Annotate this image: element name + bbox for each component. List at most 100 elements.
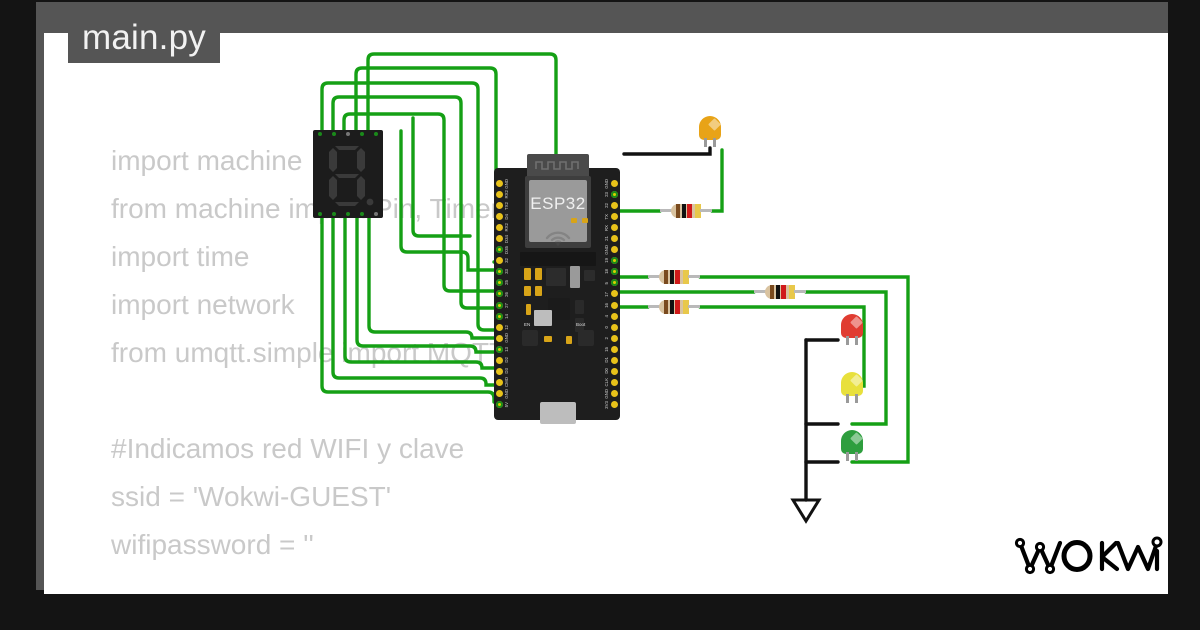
board-pin[interactable]: 5V bbox=[494, 400, 514, 409]
board-pin[interactable]: D2 bbox=[494, 356, 514, 365]
board-pin[interactable]: 17 bbox=[600, 289, 620, 298]
pin-hole[interactable] bbox=[611, 235, 618, 243]
pin-hole[interactable] bbox=[496, 345, 503, 353]
board-pin[interactable]: D35 bbox=[494, 245, 514, 254]
board-pin[interactable]: GND bbox=[494, 333, 514, 343]
board-pin[interactable]: RX2 bbox=[494, 223, 514, 232]
pin-hole[interactable] bbox=[611, 312, 618, 320]
board-pin[interactable]: 23 bbox=[600, 190, 620, 199]
board-pin[interactable]: D3 bbox=[494, 367, 514, 376]
pin-hole[interactable] bbox=[611, 367, 618, 375]
pin-hole[interactable] bbox=[611, 378, 618, 386]
board-pin[interactable]: D0 bbox=[600, 367, 620, 376]
pin-hole[interactable] bbox=[611, 389, 618, 397]
pin-hole[interactable] bbox=[496, 235, 503, 243]
board-pin[interactable]: 0 bbox=[600, 323, 620, 332]
resistor-body bbox=[659, 270, 689, 284]
pin-hole[interactable] bbox=[496, 389, 503, 397]
pin-hole[interactable] bbox=[496, 246, 503, 254]
pin-hole[interactable] bbox=[611, 323, 618, 331]
board-pin[interactable]: 27 bbox=[494, 301, 514, 310]
board-pin[interactable]: GND bbox=[494, 179, 514, 188]
pin-hole[interactable] bbox=[611, 246, 618, 254]
board-pin[interactable]: 32 bbox=[494, 256, 514, 265]
red-led[interactable] bbox=[841, 314, 863, 345]
board-pin[interactable]: 19 bbox=[600, 256, 620, 265]
board-pin[interactable]: D1 bbox=[600, 356, 620, 365]
resistor-3[interactable] bbox=[754, 284, 806, 300]
pin-hole[interactable] bbox=[496, 378, 503, 386]
pin-hole[interactable] bbox=[611, 180, 618, 187]
pin-hole[interactable] bbox=[611, 268, 618, 276]
board-pin[interactable]: 26 bbox=[494, 289, 514, 298]
pin-hole[interactable] bbox=[496, 191, 503, 199]
board-pin[interactable]: 33 bbox=[494, 267, 514, 276]
board-pin[interactable]: GND bbox=[600, 245, 620, 255]
yellow-led[interactable] bbox=[841, 372, 863, 403]
pin-hole[interactable] bbox=[496, 224, 503, 232]
pin-hole[interactable] bbox=[496, 312, 503, 320]
board-pin[interactable]: 18 bbox=[600, 267, 620, 276]
board-pin[interactable]: D4 bbox=[494, 212, 514, 221]
board-pin[interactable]: 16 bbox=[600, 301, 620, 310]
pin-hole[interactable] bbox=[611, 334, 618, 342]
seven-segment-display[interactable] bbox=[313, 130, 383, 218]
board-pin[interactable]: 14 bbox=[494, 312, 514, 321]
board-pin[interactable]: RX2 bbox=[494, 190, 514, 199]
pin-hole[interactable] bbox=[611, 257, 618, 265]
pin-hole[interactable] bbox=[611, 301, 618, 309]
board-pin[interactable]: TX2 bbox=[494, 201, 514, 210]
pin-hole[interactable] bbox=[496, 279, 503, 287]
board-pin[interactable]: 12 bbox=[494, 323, 514, 332]
board-pin[interactable]: GND bbox=[600, 389, 620, 398]
pin-hole[interactable] bbox=[611, 191, 618, 199]
board-pin[interactable]: GND bbox=[600, 179, 620, 188]
pin-hole[interactable] bbox=[496, 257, 503, 265]
pin-hole[interactable] bbox=[496, 213, 503, 221]
board-pin[interactable]: 13 bbox=[494, 345, 514, 354]
pin-hole[interactable] bbox=[611, 202, 618, 210]
board-pin[interactable]: RX bbox=[600, 223, 620, 232]
orange-led[interactable] bbox=[699, 116, 721, 147]
pin-hole[interactable] bbox=[496, 290, 503, 298]
board-pin[interactable]: 22 bbox=[600, 201, 620, 210]
pin-hole[interactable] bbox=[611, 400, 618, 408]
pin-hole[interactable] bbox=[611, 290, 618, 298]
pin-hole[interactable] bbox=[611, 356, 618, 364]
resistor-4[interactable] bbox=[648, 299, 700, 315]
pin-hole[interactable] bbox=[611, 279, 618, 287]
pin-hole[interactable] bbox=[496, 268, 503, 276]
pin-hole[interactable] bbox=[496, 400, 503, 408]
pin-hole[interactable] bbox=[611, 213, 618, 221]
board-pin[interactable]: 4 bbox=[600, 312, 620, 321]
board-pin[interactable]: TX bbox=[600, 212, 620, 221]
tab-main-py[interactable]: main.py bbox=[68, 13, 220, 63]
resistor-1[interactable] bbox=[660, 203, 712, 219]
pin-hole[interactable] bbox=[611, 345, 618, 353]
board-pin[interactable]: D34 bbox=[494, 234, 514, 243]
board-pin[interactable]: 21 bbox=[600, 234, 620, 243]
resistor-2[interactable] bbox=[648, 269, 700, 285]
pin-hole[interactable] bbox=[496, 301, 503, 309]
board-pin[interactable]: 25 bbox=[494, 278, 514, 287]
pin-hole[interactable] bbox=[496, 202, 503, 210]
pin-hole[interactable] bbox=[496, 356, 503, 364]
pin-hole[interactable] bbox=[496, 367, 503, 375]
usb-connector[interactable] bbox=[540, 402, 576, 424]
board-pin[interactable]: 2 bbox=[600, 334, 620, 343]
pin-hole[interactable] bbox=[611, 224, 618, 232]
pin-hole[interactable] bbox=[496, 334, 503, 342]
board-pin[interactable]: CLK bbox=[600, 378, 620, 387]
green-led[interactable] bbox=[841, 430, 863, 461]
board-pin[interactable]: 3V3 bbox=[600, 400, 620, 409]
pin-hole[interactable] bbox=[496, 180, 503, 187]
board-pin[interactable]: GND bbox=[494, 389, 514, 398]
pin-hole[interactable] bbox=[496, 323, 503, 331]
board-pin[interactable]: 15 bbox=[600, 345, 620, 354]
board-pin[interactable]: 5 bbox=[600, 278, 620, 287]
board-pin[interactable]: CMD bbox=[494, 377, 514, 387]
